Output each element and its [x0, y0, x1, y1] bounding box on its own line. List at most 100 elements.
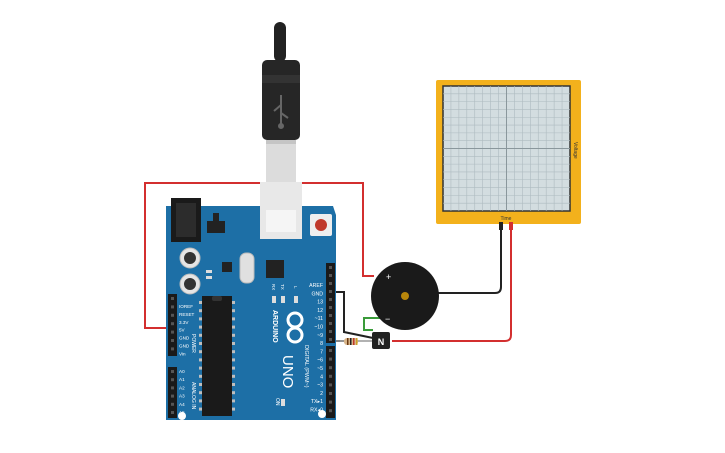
header-pin-hole[interactable]: [329, 298, 332, 301]
header-pin-hole[interactable]: [171, 378, 174, 382]
chip-pin: [232, 407, 235, 411]
rx-led: [272, 296, 276, 303]
header-pin-hole[interactable]: [171, 370, 174, 373]
header-pin-hole[interactable]: [329, 330, 332, 333]
l-led: [294, 296, 298, 303]
header-pin-hole[interactable]: [329, 366, 332, 370]
digital-header-high[interactable]: [326, 263, 335, 343]
digital-header-label: DIGITAL (PWM~): [303, 345, 309, 388]
header-pin-hole[interactable]: [329, 274, 332, 277]
resistor[interactable]: [340, 338, 372, 345]
header-pin-hole[interactable]: [329, 349, 332, 352]
wire-red-scope[interactable]: [392, 228, 512, 342]
analog-header[interactable]: [168, 367, 177, 418]
scope-x-label: Time: [501, 216, 512, 222]
digital-pin-label: 7: [320, 349, 323, 355]
chip-pin: [199, 407, 202, 411]
arduino-logo-icon: [286, 311, 304, 344]
header-pin-hole[interactable]: [171, 347, 174, 351]
power-pin-label: 5V: [179, 328, 186, 333]
header-pin-hole[interactable]: [329, 374, 332, 378]
chip-pin: [232, 325, 235, 329]
tx-led: [281, 296, 285, 303]
digital-pin-label: ~11: [315, 316, 324, 322]
chip-pin: [232, 383, 235, 386]
chip-pin: [232, 358, 235, 362]
analog-pin-label: A3: [179, 394, 185, 399]
usb-controller-chip: [266, 260, 284, 278]
usb-connector-metal: [266, 140, 296, 182]
mount-hole: [178, 412, 186, 420]
chip-pin: [232, 333, 235, 337]
header-pin-hole[interactable]: [329, 322, 332, 325]
header-pin-hole[interactable]: [171, 386, 174, 390]
chip-pin: [199, 350, 202, 354]
header-pin-hole[interactable]: [329, 306, 332, 309]
power-pin-label: IOREF: [179, 304, 193, 309]
header-pin-hole[interactable]: [329, 400, 332, 404]
wire-black-gnd[interactable]: [334, 291, 374, 339]
on-led: [281, 399, 285, 406]
chip-pin: [232, 374, 235, 378]
header-pin-hole[interactable]: [171, 322, 174, 326]
chip-pin: [232, 309, 235, 313]
analog-pin-label: A0: [179, 369, 185, 374]
digital-header-low[interactable]: [326, 346, 335, 418]
usb-cable[interactable]: [262, 22, 300, 182]
header-pin-hole[interactable]: [329, 266, 332, 269]
chip-pin: [232, 317, 235, 321]
digital-pin-label: 4: [320, 374, 323, 380]
chip-pin: [232, 301, 235, 304]
power-pin-label: GND: [179, 344, 190, 349]
digital-pin-label: RX◂0: [310, 408, 323, 414]
brand-label: ARDUINO: [271, 310, 278, 343]
power-pin-label: Vin: [179, 351, 186, 356]
digital-pin-label: ~10: [314, 325, 323, 331]
chip-pin: [199, 366, 202, 370]
analog-pin-label: A2: [179, 385, 185, 390]
npn-transistor[interactable]: N: [372, 332, 390, 349]
header-pin-hole[interactable]: [171, 339, 174, 342]
crystal: [239, 252, 255, 284]
analog-header-label: ANALOG IN: [190, 382, 196, 410]
buzzer-plus-label: +: [386, 272, 391, 282]
header-pin-hole[interactable]: [329, 338, 332, 341]
digital-pin-label: 2: [320, 391, 323, 397]
header-pin-hole[interactable]: [329, 290, 332, 293]
scope-probe-black[interactable]: [499, 222, 503, 230]
usb-plug-ridge: [262, 75, 300, 83]
header-pin-hole[interactable]: [329, 383, 332, 387]
header-pin-hole[interactable]: [329, 409, 332, 413]
oscilloscope[interactable]: Time Voltage: [436, 80, 581, 230]
chip-pin: [199, 342, 202, 345]
header-pin-hole[interactable]: [329, 357, 332, 361]
scope-probe-red[interactable]: [509, 222, 513, 230]
digital-pin-label: 12: [317, 308, 323, 314]
header-pin-hole[interactable]: [171, 305, 174, 309]
transistor-label: N: [378, 337, 385, 347]
chip-pin: [232, 366, 235, 370]
header-pin-hole[interactable]: [171, 297, 174, 300]
digital-pin-label: 8: [320, 341, 323, 347]
header-pin-hole[interactable]: [171, 394, 174, 398]
header-pin-hole[interactable]: [171, 313, 174, 317]
header-pin-hole[interactable]: [329, 392, 332, 395]
header-pin-hole[interactable]: [171, 411, 174, 414]
mount-hole: [318, 410, 326, 418]
piezo-buzzer[interactable]: + −: [371, 262, 439, 330]
header-pin-hole[interactable]: [171, 402, 174, 406]
header-pin-hole[interactable]: [329, 282, 332, 285]
power-pin-label: GND: [179, 336, 190, 341]
header-pin-hole[interactable]: [329, 314, 332, 317]
buzzer-minus-label: −: [385, 314, 390, 324]
wire-black-scope[interactable]: [438, 228, 502, 294]
wire-green[interactable]: [363, 317, 386, 331]
chip-pin: [232, 350, 235, 354]
digital-pin-label: TX▸1: [311, 399, 323, 405]
chip-pin: [199, 325, 202, 329]
wire-red-5v[interactable]: [144, 182, 374, 329]
analog-pin-label: A1: [179, 377, 185, 382]
header-pin-hole[interactable]: [171, 330, 174, 334]
